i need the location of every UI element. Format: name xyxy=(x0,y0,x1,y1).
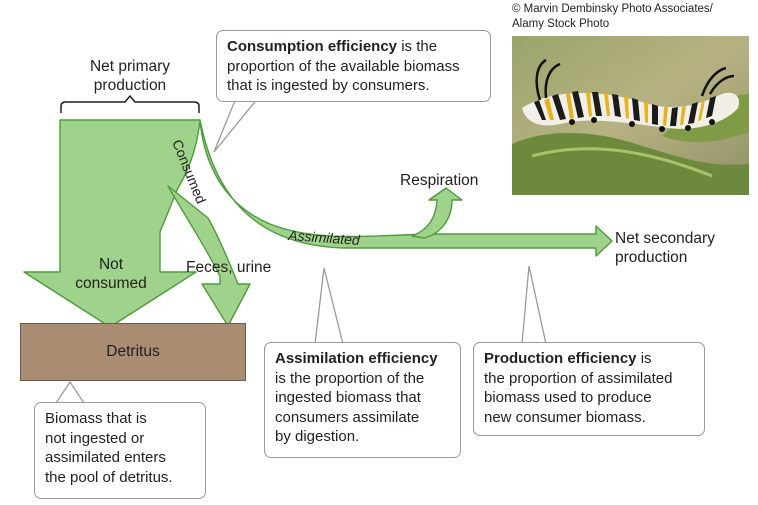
not-consumed-label: Not consumed xyxy=(75,256,147,292)
net-secondary-production-label: Net secondary production xyxy=(615,230,715,266)
net-primary-bracket xyxy=(60,94,200,113)
detritus-pool: Detritus xyxy=(20,323,246,381)
feces-urine-arrow xyxy=(167,185,251,327)
net-primary-production-label: Net primary production xyxy=(89,58,171,94)
production-callout-pointer xyxy=(521,265,547,345)
photo-credit: © Marvin Dembinsky Photo Associates/ Ala… xyxy=(512,3,713,30)
respiration-arrow xyxy=(411,187,463,239)
assimilation-efficiency-callout: Assimilation efficiency is the proportio… xyxy=(264,342,461,458)
respiration-label: Respiration xyxy=(400,172,479,189)
caterpillar-photo xyxy=(512,36,749,195)
caterpillar xyxy=(522,58,740,132)
not-consumed-arrow xyxy=(23,119,201,328)
consumption-callout-pointer xyxy=(213,97,259,153)
detritus-callout: Biomass that is not ingested or assimila… xyxy=(34,402,206,499)
caterpillar-illustration xyxy=(512,36,749,195)
feces-urine-label: Feces, urine xyxy=(186,259,272,276)
consumption-efficiency-callout: Consumption efficiency is the proportion… xyxy=(216,30,491,102)
production-efficiency-callout: Production efficiency is the proportion … xyxy=(473,342,705,436)
detritus-callout-pointer xyxy=(55,380,85,404)
assimilated-label: Assimilated xyxy=(287,227,362,248)
assimilation-callout-pointer xyxy=(314,267,344,345)
